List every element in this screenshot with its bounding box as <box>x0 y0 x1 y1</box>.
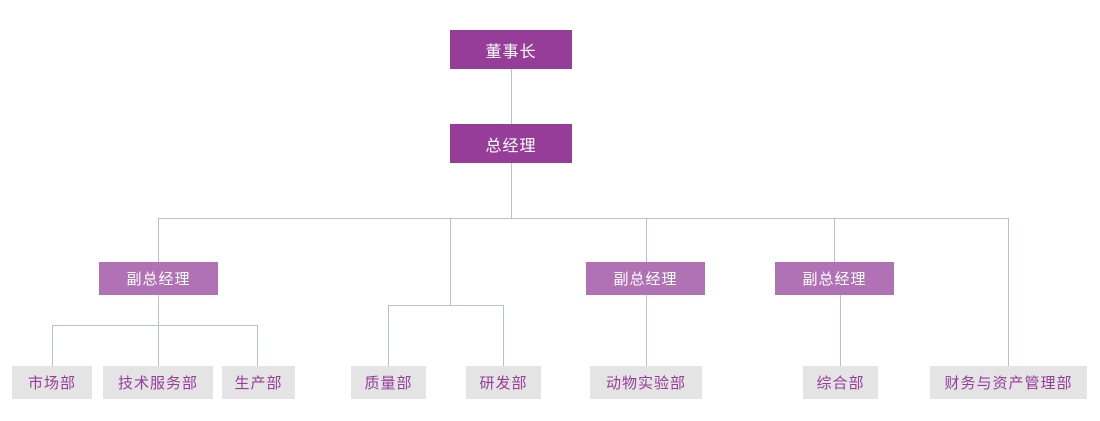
connector-bus-to-vp2 <box>646 218 647 262</box>
node-vice-general-manager-3[interactable]: 副总经理 <box>775 262 894 295</box>
node-chairman[interactable]: 董事长 <box>450 30 572 69</box>
node-dept-marketing[interactable]: 市场部 <box>12 366 92 399</box>
connector-chairman-to-gm <box>511 69 512 124</box>
node-dept-finance-asset[interactable]: 财务与资产管理部 <box>930 366 1087 399</box>
connector-gm-drop <box>511 163 512 218</box>
connector-bus-to-vp3 <box>834 218 835 262</box>
node-dept-rnd[interactable]: 研发部 <box>466 366 541 399</box>
node-dept-general-affairs[interactable]: 综合部 <box>803 366 878 399</box>
connector-vp1-drop <box>158 295 159 325</box>
node-general-manager[interactable]: 总经理 <box>450 124 572 163</box>
connector-main-bus <box>158 218 1009 219</box>
connector-vp1-sub-bus <box>52 325 258 326</box>
connector-vp3-to-general-affairs <box>840 295 841 366</box>
connector-sub-to-rnd <box>503 305 504 366</box>
node-vice-general-manager-2[interactable]: 副总经理 <box>586 262 705 295</box>
connector-bus-to-vp1 <box>158 218 159 262</box>
node-dept-animal-lab[interactable]: 动物实验部 <box>590 366 702 399</box>
connector-sub-to-tech-service <box>158 325 159 366</box>
connector-sub-to-marketing <box>52 325 53 366</box>
node-vice-general-manager-1[interactable]: 副总经理 <box>99 262 218 295</box>
connector-bus-to-quality-branch <box>450 218 451 305</box>
connector-vp2-to-animal-lab <box>646 295 647 366</box>
connector-quality-sub-bus <box>388 305 504 306</box>
connector-sub-to-production <box>257 325 258 366</box>
node-dept-production[interactable]: 生产部 <box>222 366 295 399</box>
node-dept-quality[interactable]: 质量部 <box>351 366 426 399</box>
connector-bus-to-finance <box>1008 218 1009 366</box>
connector-sub-to-quality <box>388 305 389 366</box>
node-dept-tech-service[interactable]: 技术服务部 <box>103 366 213 399</box>
